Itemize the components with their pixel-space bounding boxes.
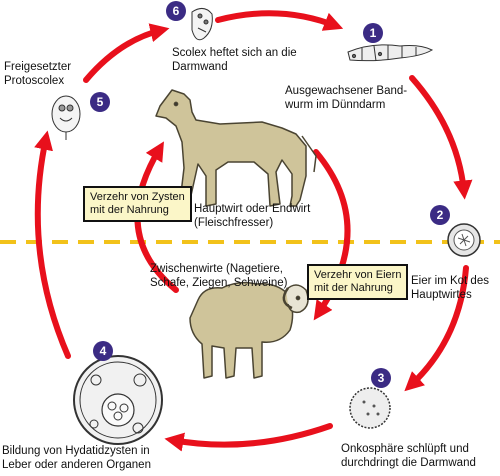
- outer-cycle-arrows: [34, 10, 473, 452]
- definitive-host-label-line-1: Hauptwirt oder Endwirt: [194, 203, 311, 215]
- intermediate-host-label-line-2: Schafe, Ziegen, Schweine): [150, 277, 288, 289]
- stage-6-label: Scolex heftet sich an die Darmwand: [172, 46, 297, 74]
- stage-4-label-line-2: Leber oder anderen Organen: [2, 459, 151, 471]
- arrow-2-to-3: [404, 265, 469, 392]
- stage-3-label-line-1: Onkosphäre schlüpft und: [341, 443, 469, 455]
- arrow-sheep-to-dog: [134, 141, 179, 293]
- hydatid-cyst-icon: [73, 355, 163, 445]
- stage-number-3: 3: [371, 368, 391, 388]
- stage-2-label-line-1: Eier im Kot des: [411, 275, 489, 287]
- arrow-3-to-4: [164, 423, 333, 452]
- arrow-4-to-5: [34, 130, 71, 359]
- egg-icon: [447, 223, 481, 257]
- cyst-ingestion-line-1: Verzehr von Zysten: [90, 191, 185, 203]
- stage-number-6: 6: [166, 1, 186, 21]
- egg-ingestion-line-1: Verzehr von Eiern: [314, 269, 402, 281]
- stage-number-2: 2: [430, 205, 450, 225]
- stage-2-label: Eier im Kot des Hauptwirtes: [411, 274, 489, 302]
- oncosphere-icon: [349, 387, 391, 429]
- stage-5-label-line-1: Freigesetzter: [4, 61, 72, 73]
- cyst-ingestion-line-2: mit der Nahrung: [90, 204, 169, 216]
- stage-1-label-line-1: Ausgewachsener Band-: [285, 85, 408, 97]
- stage-5-label: Freigesetzter Protoscolex: [4, 60, 71, 88]
- stage-4-label-line-1: Bildung von Hydatidzysten in: [2, 445, 150, 457]
- stage-3-label: Onkosphäre schlüpft und durchdringt die …: [341, 442, 476, 470]
- egg-ingestion-box: Verzehr von Eiern mit der Nahrung: [307, 264, 409, 300]
- stage-number-4: 4: [93, 341, 113, 361]
- arrow-5-to-6: [83, 23, 170, 83]
- stage-3-label-line-2: durchdringt die Darmwand: [341, 457, 476, 469]
- definitive-host-label-line-2: (Fleischfresser): [194, 217, 274, 229]
- intermediate-host-label-line-1: Zwischenwirte (Nagetiere,: [150, 263, 283, 275]
- intermediate-host-label: Zwischenwirte (Nagetiere, Schafe, Ziegen…: [150, 262, 287, 290]
- stage-number-1: 1: [363, 23, 383, 43]
- stage-2-label-line-2: Hauptwirtes: [411, 289, 472, 301]
- stage-5-label-line-2: Protoscolex: [4, 75, 65, 87]
- stage-4-label: Bildung von Hydatidzysten in Leber oder …: [2, 444, 151, 472]
- sheep-icon: [189, 281, 309, 379]
- egg-ingestion-line-2: mit der Nahrung: [314, 282, 393, 294]
- stage-number-5: 5: [90, 92, 110, 112]
- arrow-1-to-2: [409, 75, 473, 200]
- stage-6-label-line-1: Scolex heftet sich an die: [172, 47, 297, 59]
- stage-1-label: Ausgewachsener Band- wurm im Dünndarm: [285, 84, 407, 112]
- adult-tapeworm-icon: [347, 44, 434, 62]
- protoscolex-icon: [51, 95, 81, 140]
- arrow-6-to-1: [215, 10, 344, 31]
- stage-6-label-line-2: Darmwand: [172, 61, 228, 73]
- scolex-icon: [191, 8, 213, 41]
- cyst-ingestion-box: Verzehr von Zysten mit der Nahrung: [83, 186, 192, 222]
- stage-1-label-line-2: wurm im Dünndarm: [285, 99, 386, 111]
- definitive-host-label: Hauptwirt oder Endwirt (Fleischfresser): [194, 202, 310, 230]
